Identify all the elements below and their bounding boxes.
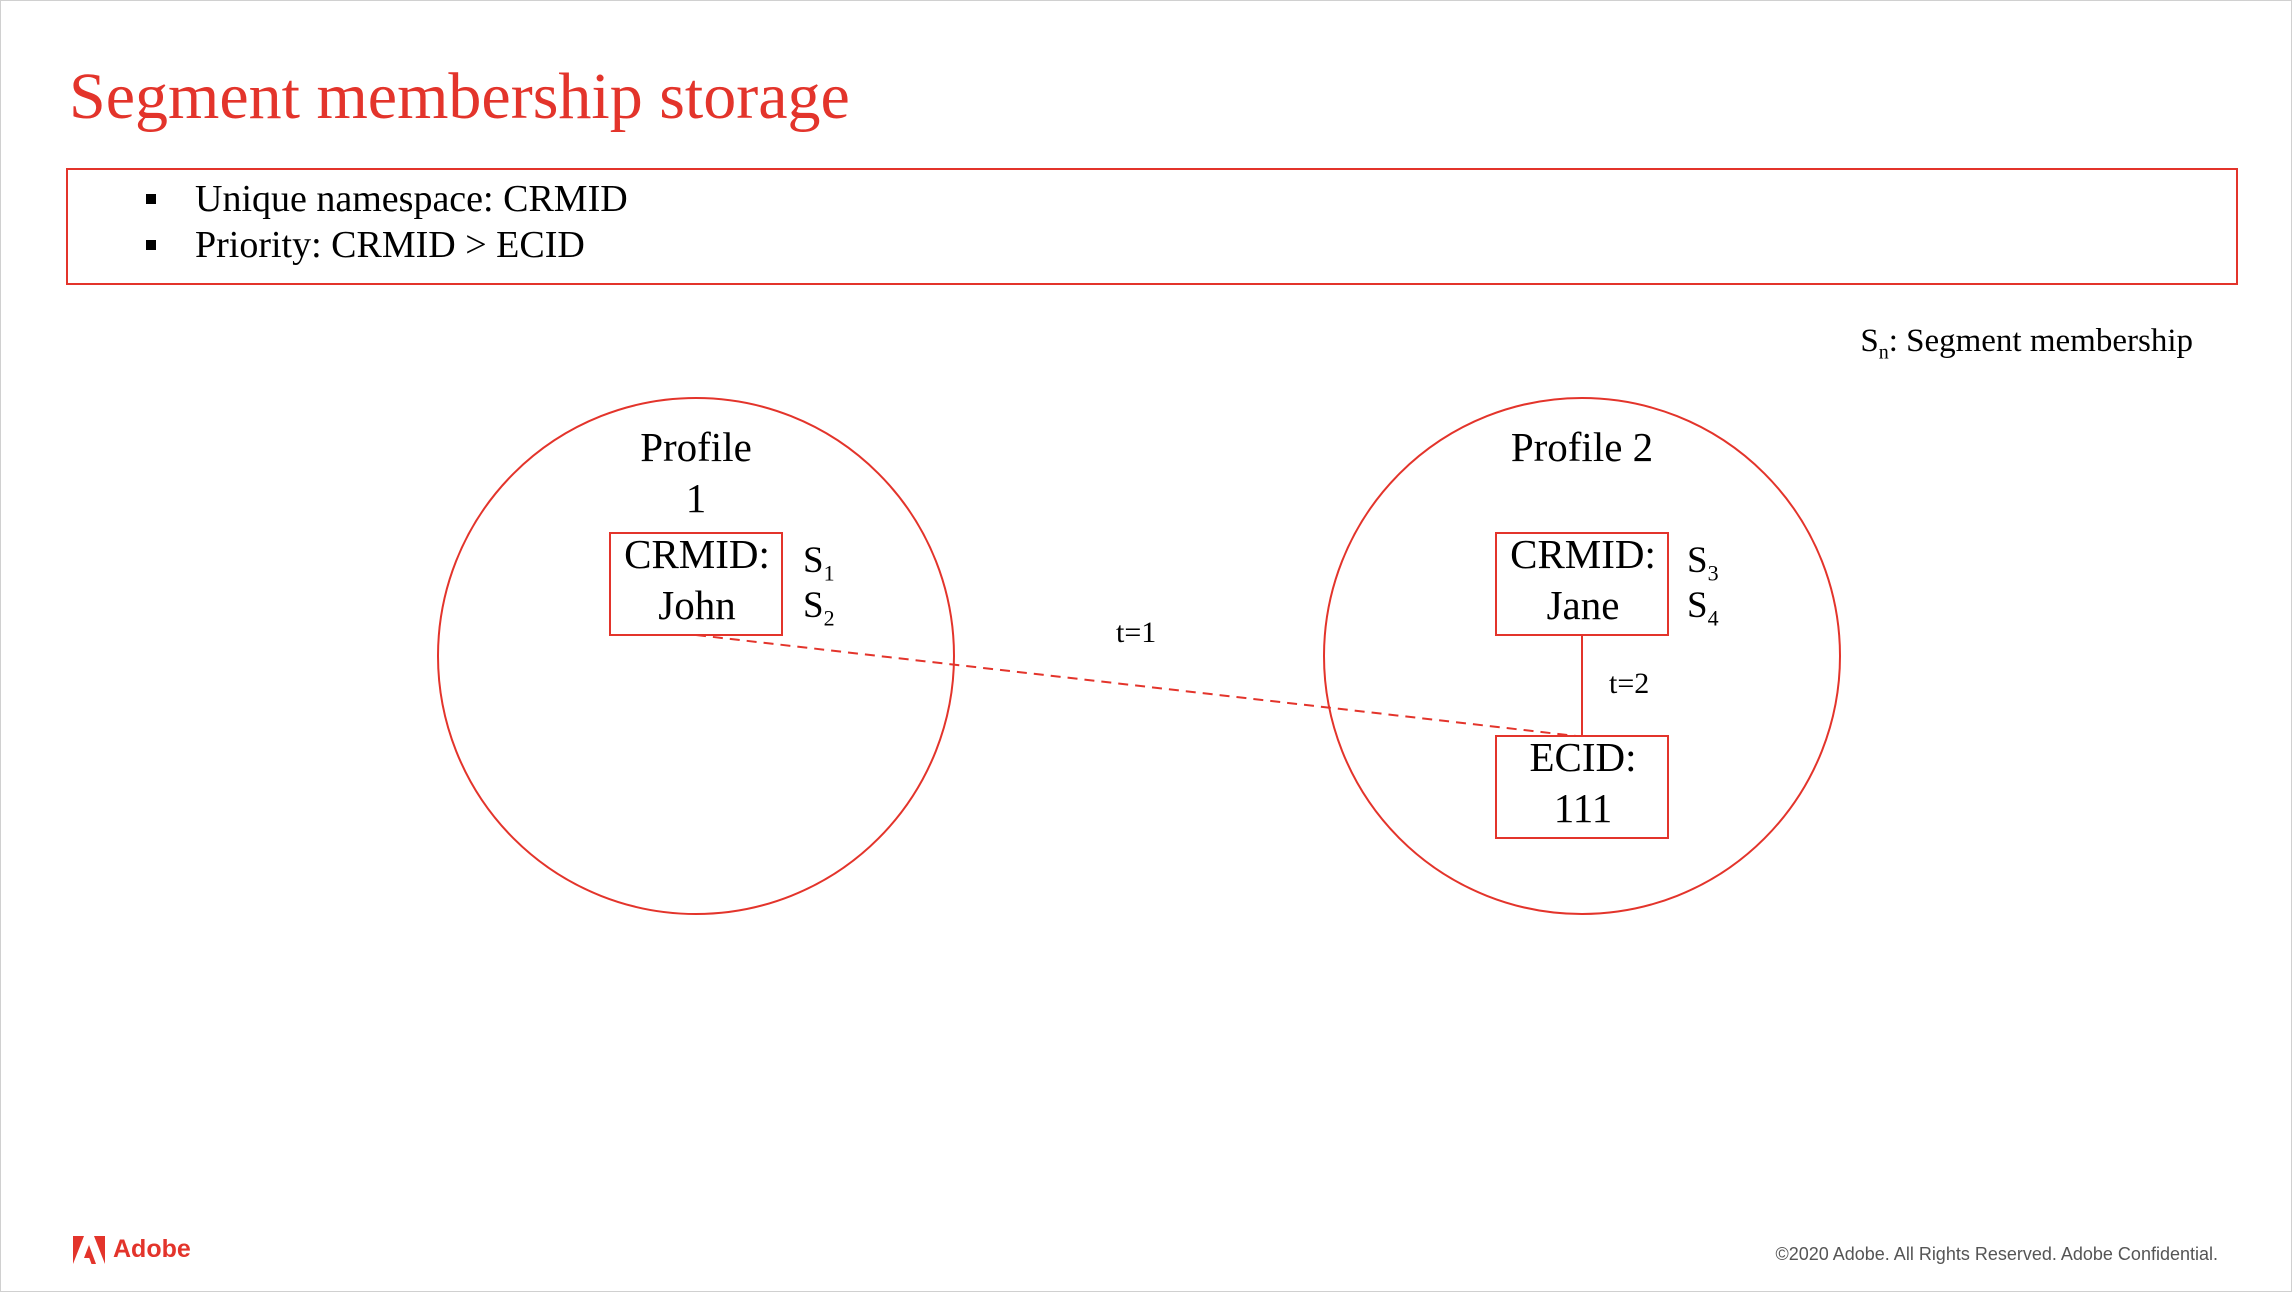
bullet-text: Unique namespace: CRMID	[195, 178, 628, 220]
t1-dashed-link	[695, 634, 1577, 737]
crmid-john-text: CRMID: John	[610, 529, 784, 632]
ecid-line1: ECID:	[1529, 734, 1637, 780]
crmid-john-line1: CRMID:	[624, 531, 770, 577]
t2-label: t=2	[1609, 667, 1650, 700]
adobe-logo: Adobe	[73, 1235, 191, 1264]
legend-text: : Segment membership	[1888, 323, 2193, 359]
profile-1-label-line2: 1	[685, 475, 707, 522]
legend-subscript: n	[1878, 341, 1889, 364]
segment-index: 1	[823, 560, 835, 586]
segment-s3: S3	[1687, 539, 1719, 587]
bullet-square-icon	[146, 194, 156, 204]
ecid-text: ECID: 111	[1496, 732, 1670, 835]
t1-label: t=1	[1116, 616, 1157, 649]
footer-copyright: ©2020 Adobe. All Rights Reserved. Adobe …	[1775, 1244, 2218, 1264]
crmid-john-line2: John	[658, 582, 736, 629]
profile-2-label-line1: Profile 2	[1510, 424, 1654, 470]
ecid-line2: 111	[1553, 785, 1613, 832]
segment-symbol: S	[803, 540, 824, 581]
segment-symbol: S	[1687, 585, 1708, 626]
slide-title: Segment membership storage	[69, 60, 850, 133]
profile-2-circle	[1323, 397, 1841, 915]
segment-s1: S1	[803, 539, 835, 587]
profile-2-label: Profile 2	[1462, 422, 1702, 473]
bullet-box: Unique namespace: CRMID Priority: CRMID …	[66, 168, 2238, 285]
bullet-square-icon	[146, 240, 156, 250]
adobe-logo-text: Adobe	[113, 1235, 191, 1263]
crmid-jane-line2: Jane	[1546, 582, 1620, 629]
crmid-jane-text: CRMID: Jane	[1496, 529, 1670, 632]
profile-1-circle	[437, 397, 955, 915]
segment-s4: S4	[1687, 584, 1719, 632]
bullet-text: Priority: CRMID > ECID	[195, 224, 585, 266]
profile-1-label: Profile 1	[596, 422, 796, 525]
segment-symbol: S	[1687, 540, 1708, 581]
adobe-logo-icon	[73, 1235, 105, 1264]
segment-symbol: S	[803, 585, 824, 626]
segment-index: 3	[1707, 560, 1719, 586]
segment-s2: S2	[803, 584, 835, 632]
legend: Sn: Segment membership	[1860, 323, 2193, 365]
legend-symbol: S	[1860, 323, 1879, 359]
segment-index: 4	[1707, 605, 1719, 631]
crmid-jane-line1: CRMID:	[1510, 531, 1656, 577]
segment-index: 2	[823, 605, 835, 631]
profile-1-label-line1: Profile	[640, 424, 752, 470]
